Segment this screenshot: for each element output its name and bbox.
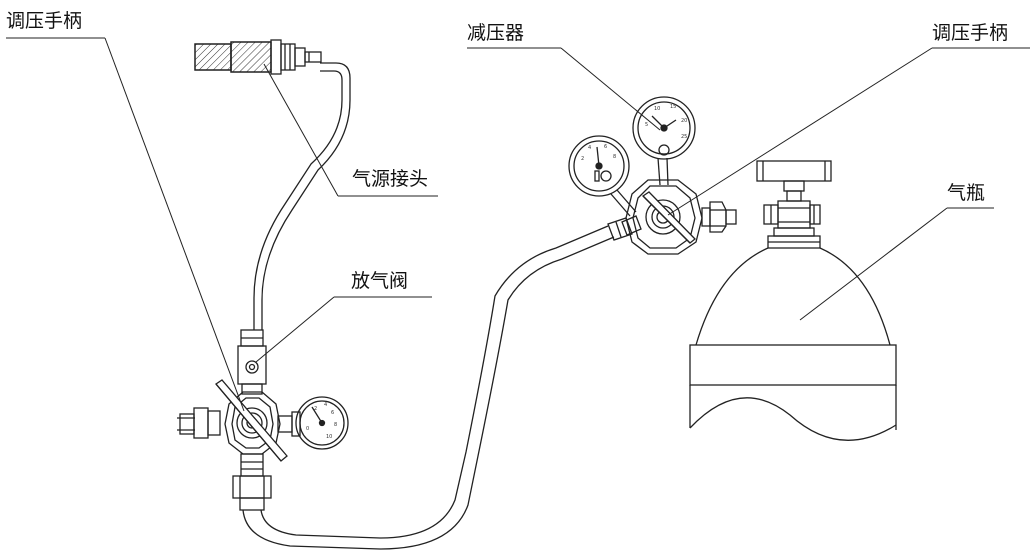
- svg-text:10: 10: [654, 106, 660, 112]
- hose-fitting: [607, 215, 642, 241]
- left-adjustment-handle: [215, 379, 288, 462]
- svg-text:8: 8: [613, 154, 616, 160]
- svg-text:10: 10: [326, 434, 332, 440]
- label-gas-source-connector: 气源接头: [352, 168, 429, 190]
- reducer-lower-gauge: 24 68: [568, 135, 630, 197]
- pressure-reducer: [610, 157, 737, 255]
- vent-valve: [237, 329, 267, 395]
- label-adjusting-handle-right: 调压手柄: [932, 22, 1009, 44]
- upper-hose: [253, 62, 351, 330]
- label-vent-valve: 放气阀: [351, 270, 409, 292]
- label-gas-cylinder: 气瓶: [947, 182, 986, 204]
- svg-text:8: 8: [334, 422, 337, 428]
- svg-text:2: 2: [581, 156, 584, 162]
- svg-text:2: 2: [314, 406, 317, 412]
- leader-lines: [6, 37, 1030, 412]
- gas-cylinder: [689, 160, 897, 441]
- reducer-upper-gauge: 5 10 15 20 25: [632, 96, 696, 160]
- svg-text:6: 6: [604, 144, 607, 150]
- left-pressure-gauge: 2 4 68 0 10: [295, 396, 349, 450]
- svg-text:20: 20: [681, 118, 687, 124]
- connecting-hose: [242, 225, 615, 550]
- svg-text:5: 5: [645, 122, 648, 128]
- gas-source-connector: [194, 39, 322, 75]
- svg-text:15: 15: [670, 104, 676, 110]
- svg-text:25: 25: [681, 134, 687, 140]
- svg-text:4: 4: [588, 145, 591, 151]
- label-adjusting-handle-left: 调压手柄: [6, 10, 83, 32]
- svg-text:6: 6: [331, 410, 334, 416]
- svg-text:0: 0: [306, 426, 309, 432]
- svg-text:4: 4: [324, 402, 327, 408]
- label-pressure-reducer: 减压器: [467, 22, 525, 44]
